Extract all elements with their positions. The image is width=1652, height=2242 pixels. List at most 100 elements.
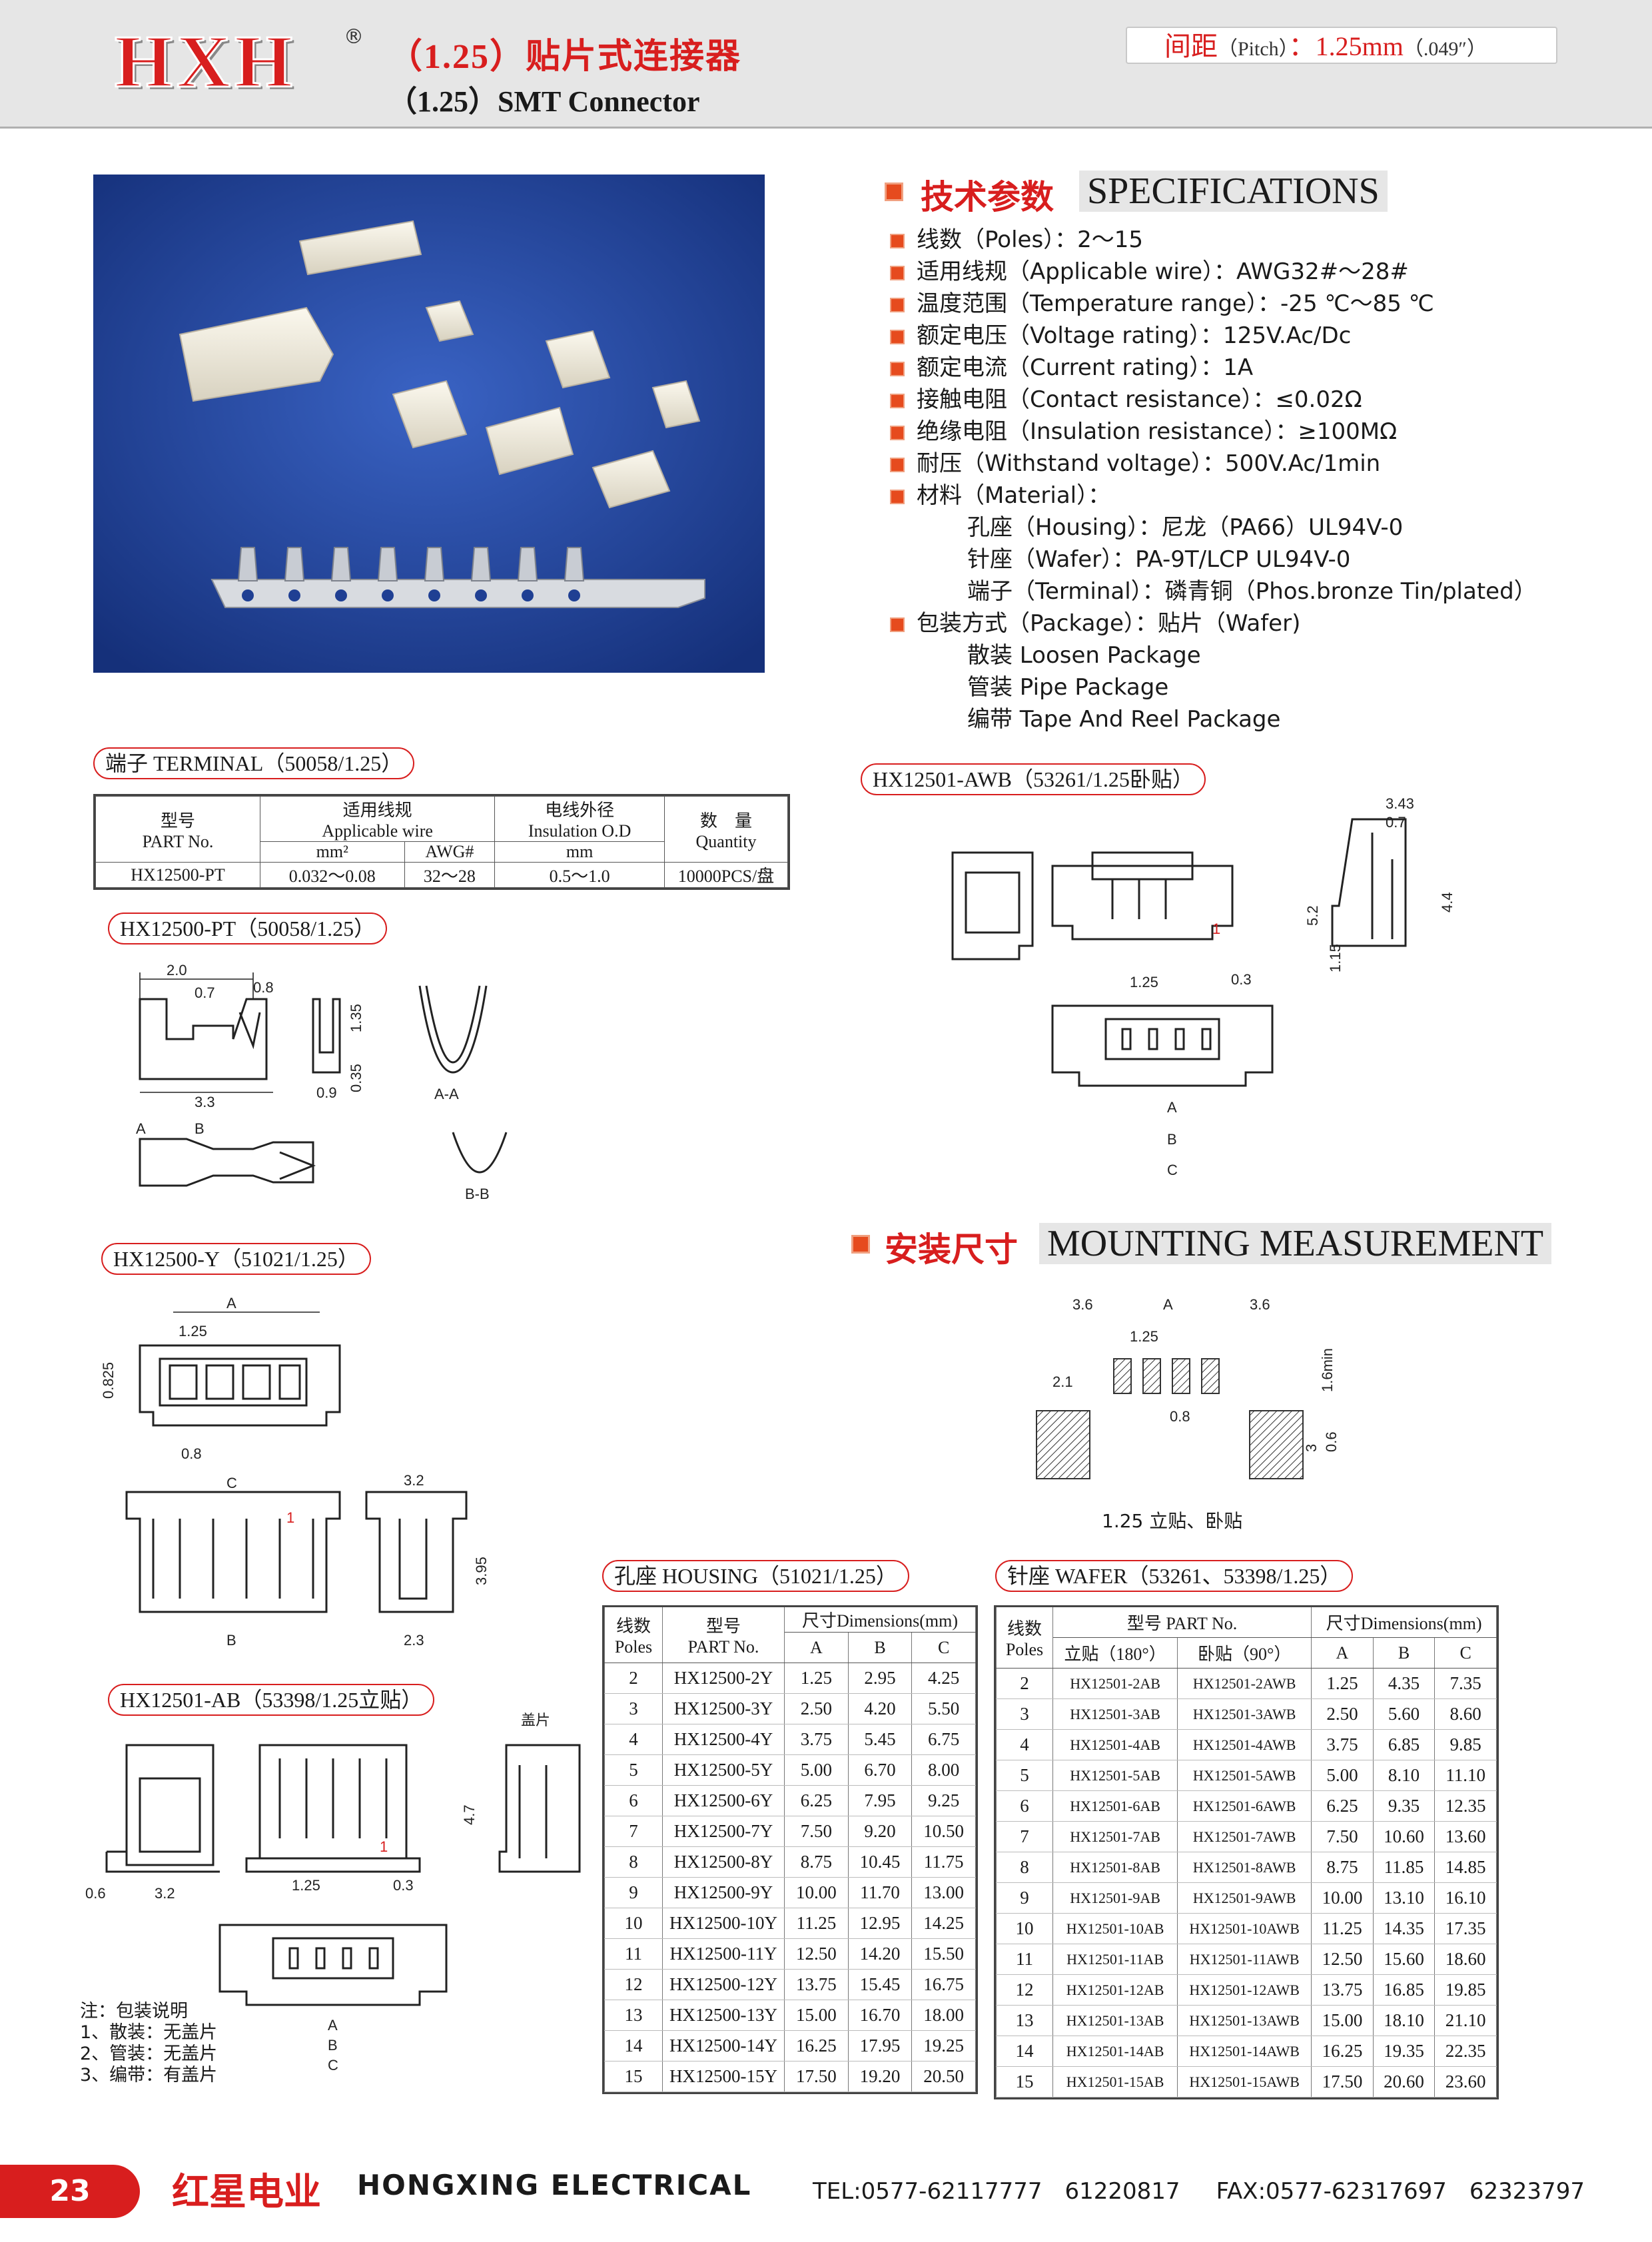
table-cell: 7.50 <box>784 1816 849 1847</box>
table-cell: 10.45 <box>847 1846 913 1878</box>
wafer-label: 针座 WAFER（53261、53398/1.25） <box>995 1560 1354 1592</box>
table-cell: 17.95 <box>847 2030 913 2061</box>
table-cell: HX12500-14Y <box>662 2030 785 2061</box>
ab-pin-one: 1 <box>380 1838 388 1855</box>
table-cell: 4 <box>996 1729 1053 1760</box>
table-cell: HX12501-10AWB <box>1177 1913 1312 1944</box>
table-cell: 3 <box>604 1693 663 1724</box>
table-cell: 19.20 <box>847 2061 913 2092</box>
table-cell: 12.50 <box>1311 1944 1374 1975</box>
ab-dim: 1.25 <box>292 1877 320 1894</box>
table-cell: 5.00 <box>784 1754 849 1786</box>
pt-side-view <box>139 998 268 1080</box>
packaging-notes: 注：包装说明 1、散装：无盖片 2、管装：无盖片 3、编带：有盖片 <box>80 2001 217 2086</box>
ab-dim: B <box>328 2037 338 2054</box>
bullet-icon <box>890 361 905 376</box>
table-cell: HX12500-9Y <box>662 1877 785 1908</box>
th-90: 卧贴（90°） <box>1177 1637 1312 1669</box>
table-cell: HX12501-4AB <box>1052 1729 1178 1760</box>
table-cell: 2 <box>996 1668 1053 1699</box>
mount-dim: 0.8 <box>1170 1408 1190 1425</box>
table-cell: 5 <box>604 1754 663 1786</box>
table-cell: 7 <box>604 1816 663 1847</box>
table-cell: 9.20 <box>847 1816 913 1847</box>
awb-dim: A <box>1167 1099 1177 1116</box>
table-cell: 16.85 <box>1372 1974 1436 2006</box>
title-en: （1.25）SMT Connector <box>388 85 700 118</box>
table-cell: 6.25 <box>784 1785 849 1816</box>
table-cell: 14 <box>604 2030 663 2061</box>
th-dim: 尺寸Dimensions(mm) <box>1311 1607 1497 1638</box>
table-cell: 7.50 <box>1311 1821 1374 1852</box>
table-cell: HX12501-9AWB <box>1177 1882 1312 1914</box>
table-cell: 17.35 <box>1434 1913 1497 1944</box>
note-line: 2、管装：无盖片 <box>80 2044 218 2064</box>
page-header <box>0 0 1652 129</box>
ab-dim: 4.7 <box>461 1804 478 1825</box>
table-cell: 7 <box>996 1821 1053 1852</box>
spec-item: 材料（Material）： <box>890 480 1537 512</box>
mount-pad-left <box>1036 1410 1090 1479</box>
y-dim: A <box>226 1295 236 1311</box>
y-dim: 3.95 <box>473 1557 486 1585</box>
table-cell: HX12501-12AB <box>1052 1974 1178 2006</box>
table-cell: 12.95 <box>847 1908 913 1939</box>
table-cell: 19.25 <box>911 2030 976 2061</box>
table-cell: 6.75 <box>911 1724 976 1755</box>
table-cell: 18.10 <box>1372 2005 1436 2036</box>
spec-item: 绝缘电阻（Insulation resistance）：≥100MΩ <box>890 416 1537 448</box>
table-cell: 13.00 <box>911 1877 976 1908</box>
table-cell: 16.10 <box>1434 1882 1497 1914</box>
table-cell: 2.50 <box>784 1693 849 1724</box>
material-item: 孔座（Housing）：尼龙（PA66）UL94V-0 <box>967 514 1404 541</box>
pitch-box: 间距（Pitch）：1.25mm（.049″） <box>1126 27 1557 64</box>
th-a: A <box>784 1632 849 1663</box>
bullet-icon <box>890 329 905 344</box>
table-cell: HX12500-7Y <box>662 1816 785 1847</box>
material-item: 针座（Wafer）：PA-9T/LCP UL94V-0 <box>967 546 1351 573</box>
spec-item: 额定电压（Voltage rating）：125V.Ac/Dc <box>890 320 1537 352</box>
mount-dim: 2.1 <box>1052 1373 1073 1390</box>
table-cell: 13.10 <box>1372 1882 1436 1914</box>
tel: TEL:0577-62117777 61220817 <box>813 2178 1180 2205</box>
y-side-view <box>365 1491 468 1613</box>
table-cell: 14.20 <box>847 1938 913 1970</box>
table-cell: 13.75 <box>1311 1974 1374 2006</box>
table-cell: 7.95 <box>847 1785 913 1816</box>
awb-dim: 0.7 <box>1386 814 1406 831</box>
table-cell: 16.25 <box>784 2030 849 2061</box>
table-cell: 3 <box>996 1698 1053 1730</box>
table-cell: 19.85 <box>1434 1974 1497 2006</box>
table-cell: 15.00 <box>1311 2005 1374 2036</box>
pt-front-view <box>312 998 341 1074</box>
awb-dim: 4.4 <box>1439 892 1455 913</box>
pt-dim: 0.35 <box>348 1064 364 1092</box>
table-cell: 11 <box>996 1944 1053 1975</box>
table-cell: 15 <box>996 2066 1053 2097</box>
table-cell: 16.75 <box>911 1969 976 2000</box>
table-cell: 11.25 <box>1311 1913 1374 1944</box>
pitch-sep: ： <box>1288 31 1316 61</box>
mounting-caption: 1.25 立贴、卧贴 <box>1102 1510 1243 1532</box>
th-c: C <box>911 1632 976 1663</box>
mounting-heading-cn: 安装尺寸 <box>885 1230 1018 1269</box>
specs-list: 线数（Poles）：2～15 适用线规（Applicable wire）：AWG… <box>890 224 1537 735</box>
pitch-inch: （.049″） <box>1403 38 1487 60</box>
pt-dim: 0.8 <box>253 979 274 996</box>
table-cell: 12.35 <box>1434 1790 1497 1822</box>
table-cell: 8.75 <box>1311 1852 1374 1883</box>
th-mm: mm² <box>260 841 405 863</box>
table-cell: HX12500-4Y <box>662 1724 785 1755</box>
table-cell: 10 <box>604 1908 663 1939</box>
table-cell: 11.10 <box>1434 1760 1497 1791</box>
table-cell: 12.50 <box>784 1938 849 1970</box>
